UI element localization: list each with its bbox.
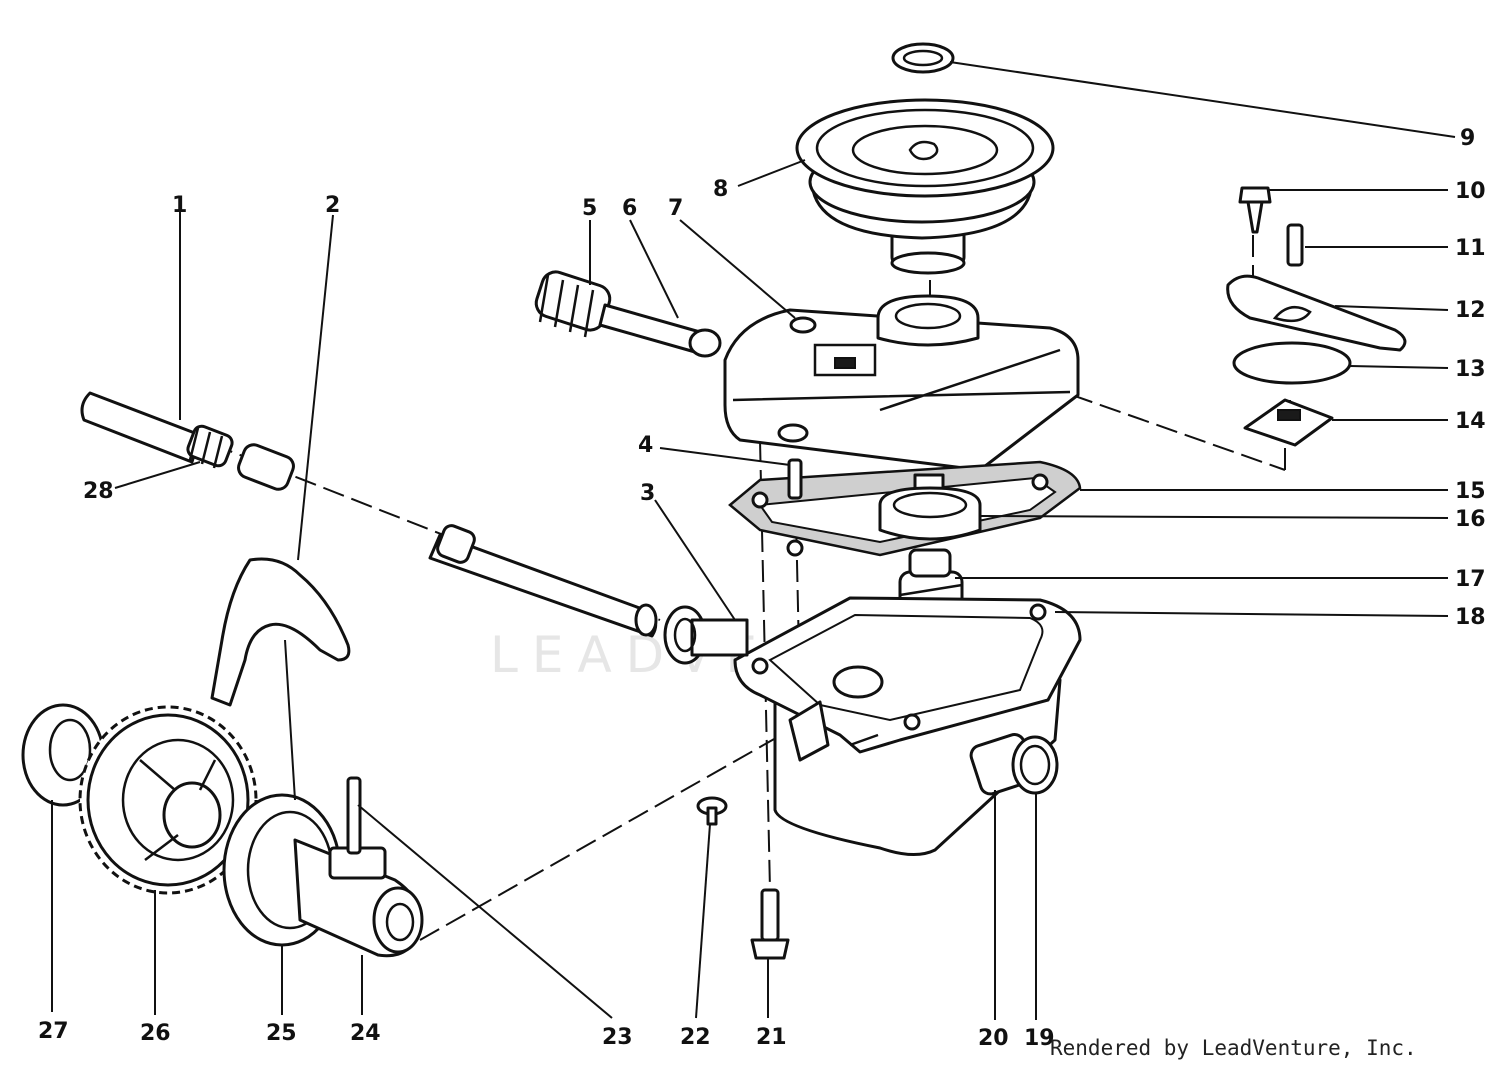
gear-case-cover <box>723 294 1080 472</box>
callout-25: 25 <box>266 1021 297 1046</box>
callout-5: 5 <box>582 196 597 221</box>
callout-17: 17 <box>1455 567 1486 592</box>
callout-labels: 1 2 3 4 5 6 7 8 9 10 11 12 13 14 15 16 1… <box>38 126 1486 1051</box>
seal-ring-part <box>891 42 955 74</box>
callout-22: 22 <box>680 1025 711 1050</box>
shift-fork-part <box>210 557 351 707</box>
callout-12: 12 <box>1455 298 1486 323</box>
callout-10: 10 <box>1455 179 1486 204</box>
gear-case-housing <box>733 596 1082 856</box>
callout-20: 20 <box>978 1026 1009 1051</box>
callout-7: 7 <box>668 196 683 221</box>
callout-26: 26 <box>140 1021 171 1046</box>
screw-part <box>696 796 728 826</box>
callout-4: 4 <box>638 433 653 458</box>
callout-27: 27 <box>38 1019 69 1044</box>
fastener-group <box>1226 186 1407 447</box>
axle-shaft-part <box>80 391 658 638</box>
callout-15: 15 <box>1455 479 1486 504</box>
axle-seal-part <box>663 605 749 665</box>
roll-pin-part <box>346 776 362 855</box>
callout-28: 28 <box>83 479 114 504</box>
callout-24: 24 <box>350 1021 381 1046</box>
callout-16: 16 <box>1455 507 1486 532</box>
callout-19: 19 <box>1024 1026 1055 1051</box>
bushing-part <box>969 733 1059 796</box>
bolt-part <box>750 888 790 960</box>
callout-18: 18 <box>1455 605 1486 630</box>
callout-21: 21 <box>756 1025 787 1050</box>
callout-3: 3 <box>640 481 655 506</box>
callout-11: 11 <box>1455 236 1486 261</box>
pulley-part <box>795 98 1055 275</box>
clutch-part <box>222 793 424 958</box>
callout-23: 23 <box>602 1025 633 1050</box>
leader-lines <box>51 61 1456 1020</box>
bearing-part <box>878 473 982 541</box>
callout-8: 8 <box>713 177 728 202</box>
callout-6: 6 <box>622 196 637 221</box>
credit-text: Rendered by LeadVenture, Inc. <box>1050 1036 1417 1060</box>
shift-pin-part <box>598 303 722 358</box>
dowel-pin-part <box>787 458 803 500</box>
callout-2: 2 <box>325 193 340 218</box>
callout-1: 1 <box>172 193 187 218</box>
callout-9: 9 <box>1460 126 1475 151</box>
drive-gear-part <box>78 705 258 895</box>
callout-14: 14 <box>1455 409 1486 434</box>
callout-13: 13 <box>1455 357 1486 382</box>
